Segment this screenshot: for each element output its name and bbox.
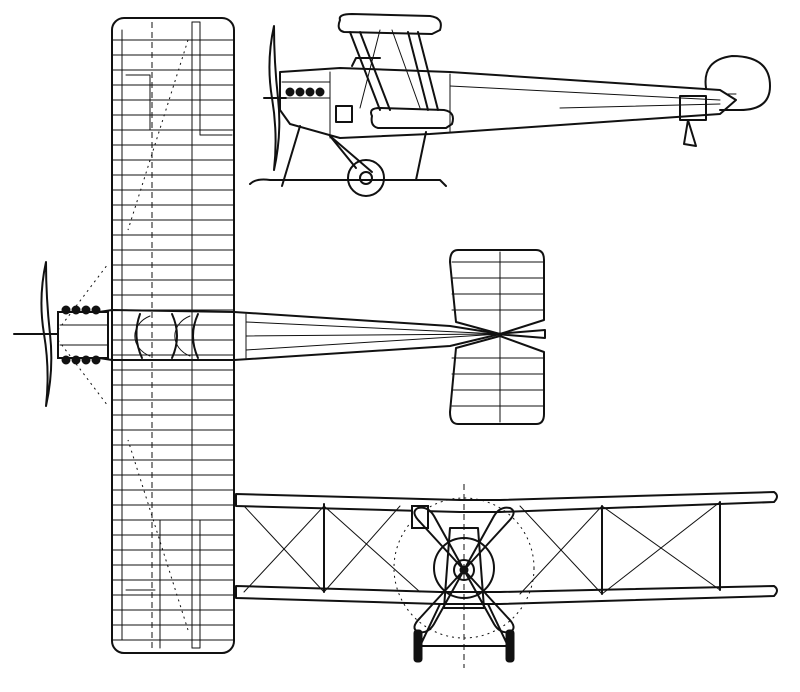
front-lower-wing [235,585,778,605]
side-fuselage [279,57,737,139]
side-landing-gear [249,125,447,197]
side-wings [337,13,454,129]
plan-wing-ribs [111,39,235,641]
plan-fuselage [57,305,546,365]
plan-tailplane-ribs [451,261,545,407]
plan-propeller [13,261,109,407]
side-engine [281,81,331,99]
front-landing-gear [413,484,515,668]
front-upper-wing [235,491,778,513]
side-view [249,13,771,197]
side-propeller [263,25,287,171]
plan-engine [57,305,109,365]
side-tail [679,55,771,147]
front-struts [243,501,721,595]
plan-wing [111,17,235,654]
plan-view [13,17,546,654]
front-view [235,484,778,668]
plan-tailplane [449,249,545,425]
